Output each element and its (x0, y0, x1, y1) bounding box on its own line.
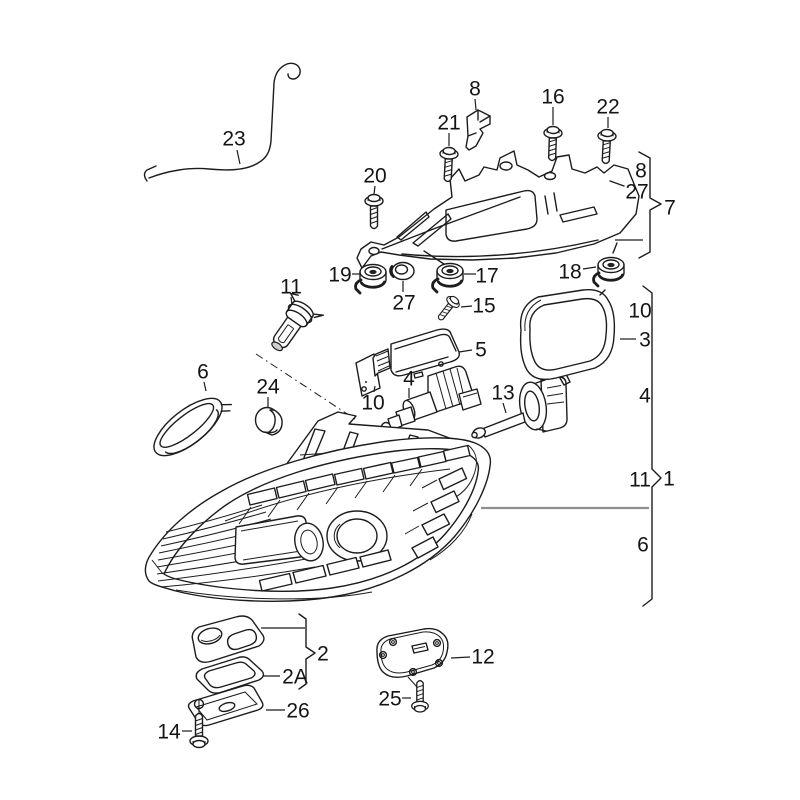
callout-6-group: 6 (637, 534, 649, 557)
callout-15: 15 (472, 295, 495, 318)
callout-22: 22 (596, 96, 619, 119)
part-11-bulb (271, 292, 324, 352)
part-12-cover-plate (376, 627, 449, 688)
part-3-trim-ring (519, 289, 616, 386)
part-2-cap (191, 615, 265, 664)
callout-10-group: 10 (628, 300, 651, 323)
part-25-screw (411, 680, 429, 713)
part-4-igniter (377, 365, 482, 435)
callout-8-top: 8 (469, 78, 481, 101)
callout-19: 19 (328, 264, 351, 287)
brace-group-1 (642, 285, 662, 607)
callout-4: 4 (403, 368, 415, 391)
part-19-mount (354, 263, 388, 295)
part-6-seal-ring (153, 397, 233, 457)
leader-5 (458, 349, 473, 353)
callout-3: 3 (639, 329, 651, 352)
callout-5: 5 (475, 339, 487, 362)
part-15-screw (433, 292, 463, 325)
part-27-grommet (389, 261, 416, 281)
part-2A-seal (195, 656, 265, 694)
leader-10-part (373, 385, 376, 393)
part-26-plate (187, 684, 264, 727)
callout-18: 18 (558, 261, 581, 284)
callout-7: 7 (664, 197, 676, 220)
part-22-screw (595, 128, 618, 165)
leader-20 (373, 185, 376, 195)
callout-10-part: 10 (361, 392, 384, 415)
callout-12: 12 (471, 646, 494, 669)
callout-27: 27 (392, 292, 415, 315)
callout-2A: 2A (282, 666, 308, 689)
callout-17: 17 (475, 265, 498, 288)
part-16-screw (542, 125, 563, 162)
brace-group-7 (638, 151, 662, 259)
callout-4-group: 4 (639, 385, 651, 408)
part-8-clip (465, 109, 491, 151)
brace-group-2 (298, 613, 316, 690)
leader-18 (582, 266, 597, 270)
callout-24: 24 (256, 376, 280, 399)
part-1-headlight (144, 411, 492, 602)
callout-27-group: 27 (625, 181, 648, 204)
part-17-mount (431, 262, 465, 294)
callout-2: 2 (317, 643, 329, 666)
part-10-card (355, 348, 391, 397)
callout-26: 26 (286, 700, 309, 723)
group-leader-lines (261, 239, 649, 629)
part-20-screw (364, 193, 384, 230)
part-18-mount (592, 256, 626, 288)
callout-leader-lines (182, 98, 636, 732)
callout-23: 23 (222, 128, 245, 151)
leader-8-top (474, 98, 477, 111)
callout-11-part: 11 (280, 276, 302, 299)
part-24-cap (254, 406, 283, 436)
part-23-wire (143, 62, 301, 182)
callout-20: 20 (363, 165, 386, 188)
callout-16: 16 (541, 86, 564, 109)
callout-6-part: 6 (197, 361, 209, 384)
leader-13 (502, 402, 507, 414)
callout-13: 13 (491, 382, 514, 405)
callout-1: 1 (663, 468, 675, 491)
callout-11-group: 11 (629, 469, 651, 492)
part-13-xenon-bulb (471, 376, 568, 439)
part-5-ballast (390, 328, 460, 379)
locator-dash-line (255, 353, 359, 422)
leader-12 (450, 656, 471, 659)
callout-25: 25 (378, 688, 401, 711)
leader-11-part (290, 296, 293, 306)
callout-21: 21 (437, 112, 460, 135)
part-7-bracket (356, 150, 640, 269)
leader-6-part (203, 381, 207, 392)
callout-8-group: 8 (635, 160, 647, 183)
leader-15 (460, 305, 473, 308)
callout-14: 14 (157, 721, 181, 744)
leader-23 (236, 149, 241, 165)
